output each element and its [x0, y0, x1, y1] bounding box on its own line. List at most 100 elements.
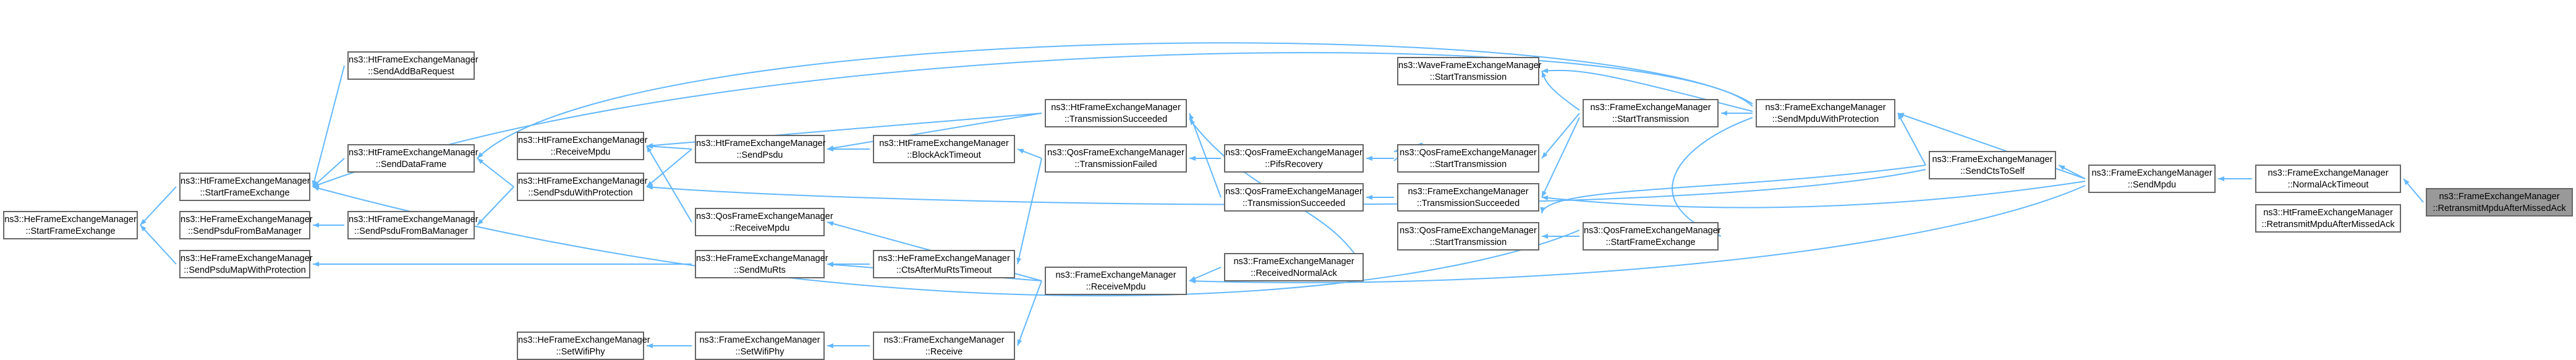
- call-edge: [1017, 148, 1042, 159]
- node-ht-send-psdu-from-ba-manager[interactable]: ns3::HtFrameExchangeManager ::SendPsduFr…: [347, 211, 478, 239]
- node-frame-receive-mpdu[interactable]: ns3::FrameExchangeManager ::ReceiveMpdu: [1045, 267, 1187, 295]
- node-line-2: ::StartFrameExchange: [1605, 238, 1696, 247]
- node-line-1: ns3::HeFrameExchangeManager: [181, 254, 313, 264]
- node-ht-transmission-succeeded[interactable]: ns3::HtFrameExchangeManager ::Transmissi…: [1045, 99, 1187, 127]
- node-line-1: ns3::HtFrameExchangeManager: [181, 176, 310, 186]
- node-line-1: ns3::FrameExchangeManager: [699, 335, 820, 345]
- node-qos-transmission-failed[interactable]: ns3::QosFrameExchangeManager ::Transmiss…: [1045, 144, 1187, 173]
- node-line-2: ::TransmissionSucceeded: [1416, 199, 1520, 208]
- node-line-2: ::RetransmitMpduAfterMissedAck: [2261, 220, 2395, 229]
- node-line-1: ns3::QosFrameExchangeManager: [1225, 187, 1362, 197]
- node-he-send-mu-rts[interactable]: ns3::HeFrameExchangeManager ::SendMuRts: [695, 250, 828, 278]
- node-ht-send-psdu-with-protection[interactable]: ns3::HtFrameExchangeManager ::SendPsduWi…: [517, 173, 648, 201]
- node-line-1: ns3::HeFrameExchangeManager: [518, 335, 650, 345]
- call-edge: [1189, 267, 1222, 281]
- node-qos-pifs-recovery[interactable]: ns3::QosFrameExchangeManager ::PifsRecov…: [1224, 144, 1364, 173]
- node-frame-normal-ack-timeout[interactable]: ns3::FrameExchangeManager ::NormalAckTim…: [2255, 165, 2401, 193]
- node-wave-start-transmission[interactable]: ns3::WaveFrameExchangeManager ::StartTra…: [1397, 57, 1542, 85]
- node-frame-send-cts-to-self[interactable]: ns3::FrameExchangeManager ::SendCtsToSel…: [1929, 151, 2056, 179]
- node-line-2: ::SetWifiPhy: [735, 347, 784, 357]
- call-edge: [646, 144, 692, 150]
- call-edge: [312, 65, 345, 187]
- node-line-2: ::Receive: [925, 347, 963, 357]
- call-edge: [646, 148, 692, 187]
- node-line-1: ns3::HeFrameExchangeManager: [696, 254, 828, 264]
- node-line-2: ::NormalAckTimeout: [2287, 180, 2369, 190]
- node-line-1: ns3::HtFrameExchangeManager: [349, 148, 478, 158]
- node-frame-retransmit-mpdu-after-missed-ack-focus[interactable]: ns3::FrameExchangeManager ::RetransmitMp…: [2426, 188, 2573, 216]
- call-edge: [1541, 117, 1580, 198]
- node-frame-receive[interactable]: ns3::FrameExchangeManager ::Receive: [873, 332, 1015, 360]
- node-he-send-psdu-map-with-protection[interactable]: ns3::HeFrameExchangeManager ::SendPsduMa…: [179, 250, 313, 278]
- node-ht-retransmit-mpdu-after-missed-ack[interactable]: ns3::HtFrameExchangeManager ::Retransmit…: [2255, 204, 2401, 233]
- node-line-1: ns3::FrameExchangeManager: [883, 335, 1005, 345]
- node-line-2: ::ReceiveMpdu: [729, 223, 790, 233]
- node-line-2: ::SendPsduFromBaManager: [354, 226, 468, 236]
- node-line-2: ::SendDataFrame: [375, 160, 447, 169]
- node-qos-start-transmission-upper[interactable]: ns3::QosFrameExchangeManager ::StartTran…: [1397, 144, 1539, 173]
- node-line-1: ns3::QosFrameExchangeManager: [1400, 148, 1537, 158]
- node-line-2: ::SendPsduMapWithProtection: [184, 265, 306, 275]
- call-edge: [312, 158, 345, 187]
- node-ht-receive-mpdu[interactable]: ns3::HtFrameExchangeManager ::ReceiveMpd…: [517, 132, 648, 160]
- node-line-1: ns3::HtFrameExchangeManager: [518, 135, 648, 145]
- node-line-1: ns3::FrameExchangeManager: [2091, 168, 2213, 178]
- node-frame-send-mpdu[interactable]: ns3::FrameExchangeManager ::SendMpdu: [2088, 165, 2216, 193]
- node-line-2: ::StartTransmission: [1429, 72, 1507, 82]
- node-qos-transmission-succeeded[interactable]: ns3::QosFrameExchangeManager ::Transmiss…: [1224, 183, 1364, 212]
- call-edge: [477, 42, 1753, 159]
- node-ht-start-frame-exchange[interactable]: ns3::HtFrameExchangeManager ::StartFrame…: [179, 173, 310, 201]
- node-line-2: ::ReceivedNormalAck: [1251, 268, 1337, 278]
- call-edge: [1541, 113, 1580, 159]
- node-qos-start-transmission-lower[interactable]: ns3::QosFrameExchangeManager ::StartTran…: [1397, 222, 1539, 251]
- node-line-2: ::StartTransmission: [1612, 114, 1690, 124]
- node-ht-send-psdu[interactable]: ns3::HtFrameExchangeManager ::SendPsdu: [695, 135, 826, 163]
- node-frame-transmission-succeeded[interactable]: ns3::FrameExchangeManager ::Transmission…: [1397, 183, 1539, 212]
- node-line-2: ::BlockAckTimeout: [907, 150, 981, 160]
- node-qos-start-frame-exchange[interactable]: ns3::QosFrameExchangeManager ::StartFram…: [1583, 222, 1721, 251]
- node-line-2: ::ReceiveMpdu: [1086, 282, 1146, 292]
- node-he-send-psdu-from-ba-manager[interactable]: ns3::HeFrameExchangeManager ::SendPsduFr…: [179, 211, 313, 239]
- node-ht-block-ack-timeout[interactable]: ns3::HtFrameExchangeManager ::BlockAckTi…: [873, 135, 1015, 163]
- node-line-2: ::ReceiveMpdu: [550, 147, 611, 157]
- node-line-1: ns3::HtFrameExchangeManager: [1051, 103, 1181, 113]
- node-he-cts-after-mu-rts-timeout[interactable]: ns3::HeFrameExchangeManager ::CtsAfterMu…: [873, 250, 1015, 278]
- node-line-2: ::RetransmitMpduAfterMissedAck: [2433, 204, 2566, 213]
- call-edge: [1189, 185, 2086, 284]
- node-qos-receive-mpdu[interactable]: ns3::QosFrameExchangeManager ::ReceiveMp…: [695, 208, 833, 236]
- node-line-1: ns3::QosFrameExchangeManager: [1047, 148, 1184, 158]
- node-line-2: ::SendAddBaRequest: [368, 67, 454, 77]
- call-edge: [1540, 165, 1926, 214]
- node-ht-send-data-frame[interactable]: ns3::HtFrameExchangeManager ::SendDataFr…: [347, 144, 478, 173]
- node-ht-send-addba-request[interactable]: ns3::HtFrameExchangeManager ::SendAddBaR…: [347, 51, 478, 80]
- node-line-2: ::TransmissionSucceeded: [1064, 114, 1168, 124]
- call-edge: [646, 145, 692, 223]
- node-frame-received-normal-ack[interactable]: ns3::FrameExchangeManager ::ReceivedNorm…: [1224, 253, 1364, 281]
- node-frame-send-mpdu-with-protection[interactable]: ns3::FrameExchangeManager ::SendMpduWith…: [1756, 99, 1895, 127]
- call-edge: [1016, 158, 1042, 265]
- call-edge: [140, 225, 177, 265]
- node-he-start-frame-exchange[interactable]: ns3::HeFrameExchangeManager ::StartFrame…: [3, 211, 138, 239]
- call-edge: [2403, 178, 2424, 203]
- node-line-1: ns3::QosFrameExchangeManager: [1225, 148, 1362, 158]
- call-edge: [1541, 68, 1753, 112]
- node-line-1: ns3::QosFrameExchangeManager: [696, 212, 833, 221]
- node-line-2: ::TransmissionFailed: [1074, 160, 1157, 169]
- call-edge: [477, 158, 514, 187]
- node-line-2: ::SendMuRts: [734, 265, 786, 275]
- call-edge: [2058, 165, 2086, 179]
- call-edge: [140, 186, 177, 226]
- node-line-1: ns3::FrameExchangeManager: [1932, 155, 2053, 165]
- node-line-2: ::StartTransmission: [1429, 238, 1507, 247]
- node-line-1: ns3::HeFrameExchangeManager: [4, 215, 137, 225]
- node-line-1: ns3::FrameExchangeManager: [1233, 257, 1354, 267]
- node-frame-start-transmission[interactable]: ns3::FrameExchangeManager ::StartTransmi…: [1583, 99, 1719, 127]
- node-frame-set-wifi-phy[interactable]: ns3::FrameExchangeManager ::SetWifiPhy: [695, 332, 825, 360]
- node-line-2: ::StartTransmission: [1429, 160, 1507, 169]
- node-line-1: ns3::HeFrameExchangeManager: [878, 254, 1010, 264]
- node-he-set-wifi-phy[interactable]: ns3::HeFrameExchangeManager ::SetWifiPhy: [517, 332, 650, 360]
- node-line-1: ns3::HtFrameExchangeManager: [518, 176, 648, 186]
- call-edge: [827, 113, 1042, 151]
